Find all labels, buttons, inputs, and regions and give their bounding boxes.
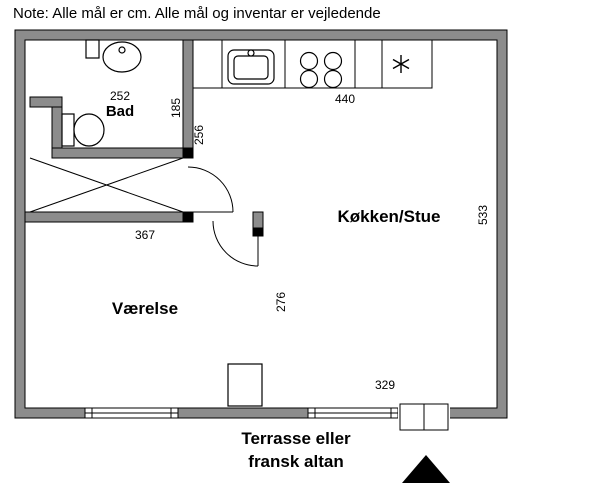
door-swings [187,166,259,267]
french-balcony-door [398,403,450,431]
terrace-label-line1: Terrasse eller [241,429,351,448]
room-label-bedroom: Værelse [111,299,179,318]
bedroom-cabinet-icon [227,363,263,407]
wall-bath-niche-h [29,96,63,108]
toilet-icon [61,113,105,147]
kitchen-sink-icon [227,49,275,85]
bath-shelf-icon [85,39,100,59]
terrace-label-line2: fransk altan [248,452,344,471]
door-stop-blocks [182,147,264,237]
room-label-kitchen-living: Køkken/Stue [337,207,441,226]
freezer-symbol-icon [392,55,410,73]
direction-triangle-icon [402,455,450,483]
dim-terrace-width: 329 [374,378,396,392]
door-stop-2 [182,211,194,223]
window-living [307,407,399,419]
wall-bath-niche-v [51,106,63,153]
kitchen-door-arc [187,166,234,213]
door-stop-3 [252,227,264,237]
dim-hall-depth: 185 [169,97,183,119]
room-label-bathroom: Bad [105,103,135,120]
bath-sink-icon [102,41,142,73]
dim-east-wall: 533 [476,204,490,226]
dim-bedroom-width: 367 [134,228,156,242]
bedroom-door-arc [212,220,259,267]
dim-kitchen-width: 440 [334,92,356,106]
window-bedroom [84,407,179,419]
wall-hall-south [24,211,194,223]
stove-icon [299,51,343,89]
plan-note: Note: Alle mål er cm. Alle mål og invent… [13,5,381,22]
interior-walls [24,39,264,237]
door-stop-1 [182,147,194,159]
wall-bath-south [51,147,194,159]
hall-cross-hatch [29,157,184,213]
dim-bathroom-width: 252 [109,89,131,103]
dim-bedroom-depth: 276 [274,291,288,313]
dim-kitchen-west-wall: 256 [192,124,206,146]
